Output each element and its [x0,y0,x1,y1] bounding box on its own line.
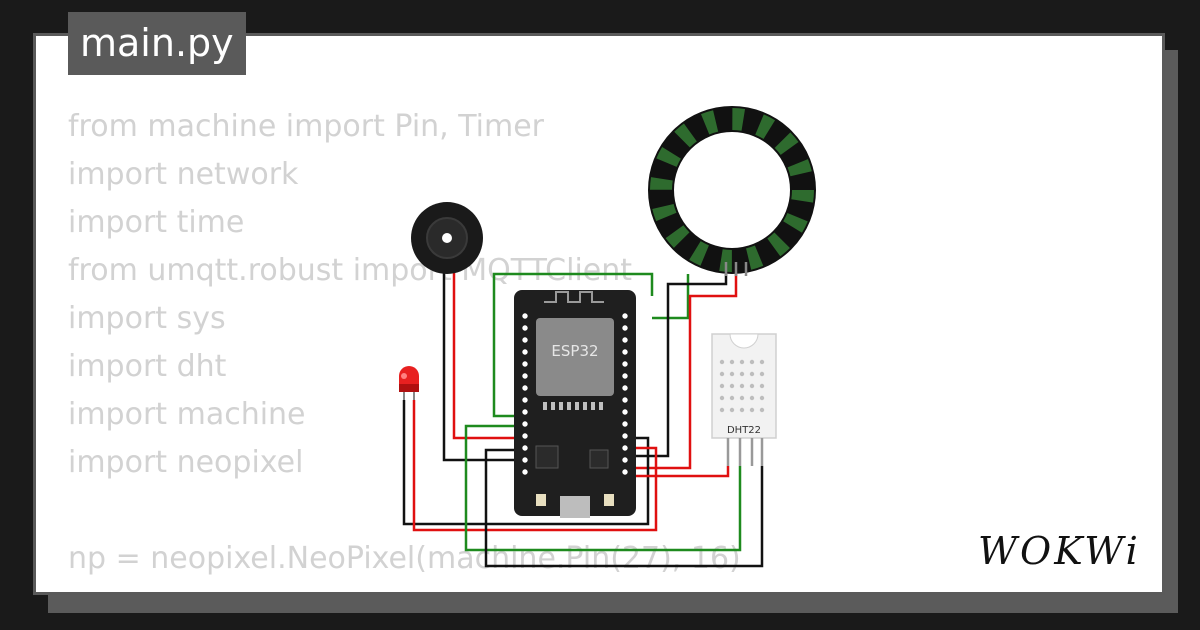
code-line: np = neopixel.NeoPixel(machine.Pin(27), … [68,541,741,576]
wire-red-ring [632,274,738,470]
wire-green-ring [492,272,654,418]
wire-red-led [412,400,658,532]
file-tab[interactable]: main.py [68,12,246,75]
code-line: from machine import Pin, Timer [68,109,545,144]
buzzer[interactable] [411,202,483,274]
wire-black-dht [484,448,764,568]
code-line: import neopixel [68,445,304,480]
code-line: import machine [68,397,306,432]
code-preview: from machine import Pin, Timer import net… [68,103,741,583]
sensor-label: DHT22 [727,425,761,436]
wire-black-led [402,400,650,526]
wire-red-buzzer [452,270,518,440]
code-line: import time [68,205,245,240]
wire-green-dht [464,424,742,552]
wokwi-logo: WOKWi [978,529,1141,573]
mcu-label: ESP32 [551,342,598,360]
wires [402,270,764,568]
red-led[interactable] [399,366,419,400]
neopixel-ring[interactable] [648,106,816,276]
esp32-board[interactable]: ESP32 [514,290,636,518]
wire-green-ring-b [652,274,690,320]
code-line: import sys [68,301,226,336]
dht22-sensor[interactable]: DHT22 [711,333,777,466]
wire-black-buzzer [442,270,518,462]
code-line: from umqtt.robust import MQTTClient [68,253,633,288]
wire-red-dht [632,466,730,478]
code-line: import dht [68,349,227,384]
code-line: import network [68,157,299,192]
